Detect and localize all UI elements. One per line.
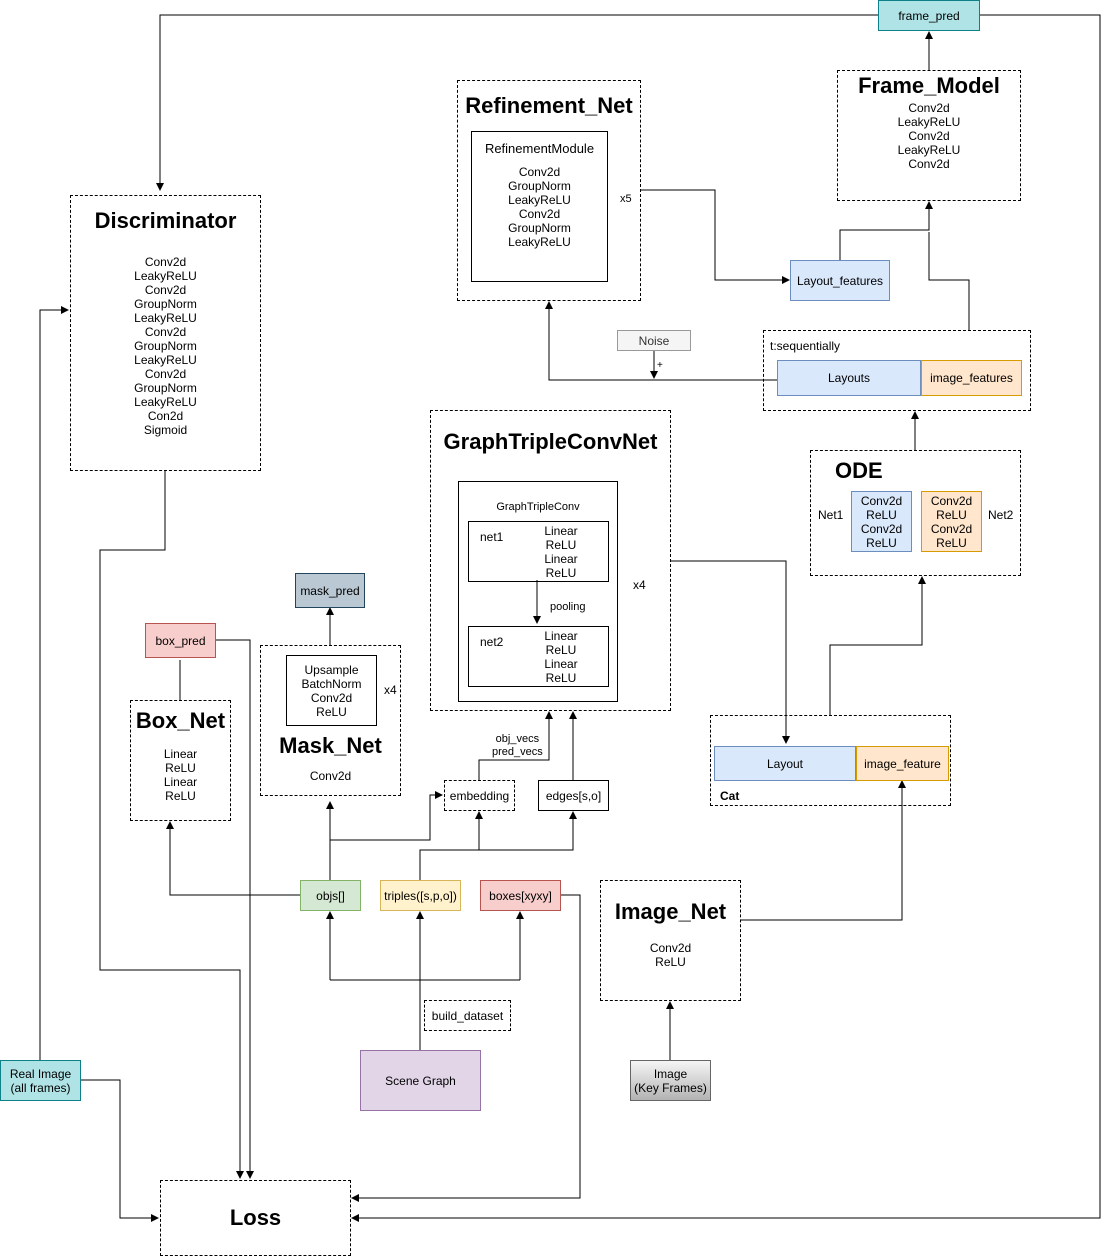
noise-plus-label: +	[657, 360, 663, 371]
image-net-block: Image_Net Conv2d ReLU	[600, 880, 741, 1001]
edges-node: edges[s,o]	[538, 780, 609, 811]
frame-model-layers: Conv2d LeakyReLU Conv2d LeakyReLU Conv2d	[897, 101, 961, 171]
wire-sequential-to-frame-model	[928, 232, 970, 330]
wire-refinement-to-layout-features	[640, 189, 790, 284]
graph-repeat-label: x4	[633, 578, 646, 592]
image-net-layers: Conv2d ReLU	[649, 941, 692, 969]
ode-net1-node: Conv2d ReLU Conv2d ReLU	[851, 491, 912, 552]
wire-box-pred-to-loss	[215, 639, 254, 1179]
cat-image-feature-node: image_feature	[856, 746, 949, 781]
loss-node: Loss	[160, 1180, 351, 1256]
wire-graph-to-cat	[670, 560, 790, 744]
ode-title: ODE	[835, 458, 883, 483]
discriminator-block: Discriminator Conv2d LeakyReLU Conv2d Gr…	[70, 195, 261, 471]
layouts-node: Layouts	[777, 360, 921, 396]
mask-net-repeat-label: x4	[384, 683, 397, 697]
mask-net-tail: Conv2d	[309, 769, 352, 783]
net1-label: net1	[480, 530, 504, 544]
wire-objs-to-embedding	[330, 791, 443, 841]
scene-graph-node: Scene Graph	[360, 1050, 481, 1111]
box-net-block: Box_Net Linear ReLU Linear ReLU	[130, 700, 231, 821]
wire-layout-features-to-frame-model	[839, 201, 933, 260]
net2-layers: Linear ReLU Linear ReLU	[544, 629, 578, 685]
image-net-title: Image_Net	[614, 899, 727, 924]
net2-block: net2 Linear ReLU Linear ReLU	[468, 626, 609, 687]
wire-cat-to-ode	[829, 576, 926, 715]
wire-triples-to-embedding-edges	[419, 811, 577, 880]
real-image-node: Real Image (all frames)	[0, 1060, 81, 1101]
refinement-module-title: RefinementModule	[484, 141, 595, 156]
mask-net-block: Upsample BatchNorm Conv2d ReLU x4 Mask_N…	[260, 645, 401, 796]
wire-image-net-to-cat	[740, 780, 906, 921]
refinement-module: RefinementModule Conv2d GroupNorm LeakyR…	[471, 131, 608, 282]
image-key-frames-node: Image (Key Frames)	[630, 1060, 711, 1101]
embedding-node: embedding	[444, 780, 515, 811]
build-dataset-node: build_dataset	[424, 1000, 511, 1031]
image-features-node: image_features	[921, 360, 1022, 396]
net1-layers: Linear ReLU Linear ReLU	[544, 524, 578, 580]
ode-net1-label: Net1	[818, 508, 844, 522]
objs-node: objs[]	[300, 880, 361, 911]
wire-real-image-to-discriminator	[39, 306, 69, 1060]
frame-pred-node: frame_pred	[878, 0, 980, 31]
graph-net-title: GraphTripleConvNet	[443, 429, 658, 454]
ode-block: ODE Net1 Conv2d ReLU Conv2d ReLU Conv2d …	[810, 450, 1021, 576]
graph-triple-conv-block: GraphTripleConv net1 Linear ReLU Linear …	[458, 481, 618, 702]
wire-frame-pred-to-discriminator	[156, 14, 878, 191]
noise-node: Noise	[617, 330, 691, 351]
graph-triple-conv-net-block: GraphTripleConvNet GraphTripleConv net1 …	[430, 410, 671, 711]
refinement-net-title: Refinement_Net	[465, 93, 633, 118]
sequential-block: t:sequentially Layouts image_features	[763, 330, 1031, 411]
mask-net-inner: Upsample BatchNorm Conv2d ReLU	[286, 655, 377, 726]
frame-model-title: Frame_Model	[858, 73, 1000, 98]
box-net-layers: Linear ReLU Linear ReLU	[163, 747, 198, 803]
layout-features-node: Layout_features	[790, 260, 890, 301]
box-pred-node: box_pred	[145, 623, 216, 658]
box-net-title: Box_Net	[135, 708, 226, 733]
refinement-net-block: Refinement_Net RefinementModule Conv2d G…	[457, 80, 641, 301]
frame-model-block: Frame_Model Conv2d LeakyReLU Conv2d Leak…	[837, 70, 1021, 201]
discriminator-layers: Conv2d LeakyReLU Conv2d GroupNorm LeakyR…	[134, 255, 197, 437]
ode-net2-node: Conv2d ReLU Conv2d ReLU	[921, 491, 982, 552]
wire-embedding-to-graph	[478, 711, 553, 780]
cat-block: Layout image_feature Cat	[710, 715, 951, 806]
mask-net-title: Mask_Net	[279, 733, 382, 758]
refinement-repeat-label: x5	[620, 193, 632, 205]
discriminator-title: Discriminator	[94, 208, 237, 233]
pooling-label: pooling	[550, 601, 586, 613]
mask-pred-node: mask_pred	[295, 573, 365, 608]
net1-block: net1 Linear ReLU Linear ReLU	[468, 521, 609, 582]
wire-real-image-to-loss	[80, 1079, 159, 1222]
wire-objs-to-box-net	[166, 821, 300, 896]
sequential-label: t:sequentially	[770, 339, 841, 353]
net2-label: net2	[480, 635, 504, 649]
cat-label: Cat	[720, 789, 740, 803]
wire-discriminator-to-loss	[99, 470, 244, 1179]
cat-layout-node: Layout	[714, 746, 856, 781]
graph-conv-title: GraphTripleConv	[496, 501, 580, 513]
wire-boxes-to-loss	[351, 894, 581, 1202]
refinement-module-layers: Conv2d GroupNorm LeakyReLU Conv2d GroupN…	[508, 165, 571, 249]
ode-net2-label: Net2	[988, 508, 1014, 522]
obj-pred-vecs-label: obj_vecs pred_vecs	[492, 733, 543, 758]
wire-layouts-to-refinement	[545, 301, 777, 381]
wire-frame-pred-to-loss	[351, 14, 1101, 1222]
triples-node: triples([s,p,o])	[380, 880, 461, 911]
boxes-node: boxes[xyxy]	[480, 880, 561, 911]
